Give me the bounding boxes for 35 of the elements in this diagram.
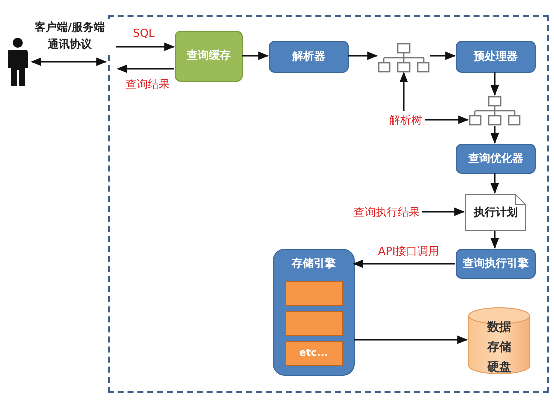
arrow xyxy=(30,58,108,66)
arrow xyxy=(242,52,270,60)
arrow xyxy=(348,52,378,60)
arrow xyxy=(490,231,500,250)
document-label: 执行计划 xyxy=(474,204,518,221)
document-shape xyxy=(465,194,527,232)
person-icon xyxy=(8,38,28,86)
process-box: 查询缓存 xyxy=(175,31,243,82)
process-box: 预处理器 xyxy=(456,41,536,73)
annotation-text: 解析树 xyxy=(386,112,426,130)
arrow xyxy=(116,42,176,52)
tree-diagram-icon xyxy=(378,43,431,74)
process-box: 解析器 xyxy=(269,41,349,73)
engine-box xyxy=(285,281,343,306)
arrow xyxy=(400,72,408,111)
arrow xyxy=(490,72,500,96)
arrow xyxy=(425,116,470,124)
arrow xyxy=(490,126,500,144)
arrow xyxy=(354,336,468,344)
annotation-text: 查询执行结果 xyxy=(351,204,423,222)
engine-box: etc... xyxy=(285,341,343,366)
cylinder-label: 数据存储硬盘 xyxy=(486,319,512,376)
process-box: 查询执行引擎 xyxy=(456,249,536,279)
engine-container xyxy=(273,249,355,376)
process-box: 查询优化器 xyxy=(456,144,536,174)
tree-diagram-icon xyxy=(469,96,522,127)
container-title: 存储引擎 xyxy=(290,256,337,272)
arrow xyxy=(490,173,500,194)
arrow xyxy=(116,64,174,74)
storage-cylinder xyxy=(468,307,531,375)
arrow xyxy=(430,52,456,60)
engine-box xyxy=(285,311,343,336)
arrow xyxy=(422,208,466,216)
dashed-boundary xyxy=(108,15,549,393)
arrow xyxy=(352,260,455,268)
